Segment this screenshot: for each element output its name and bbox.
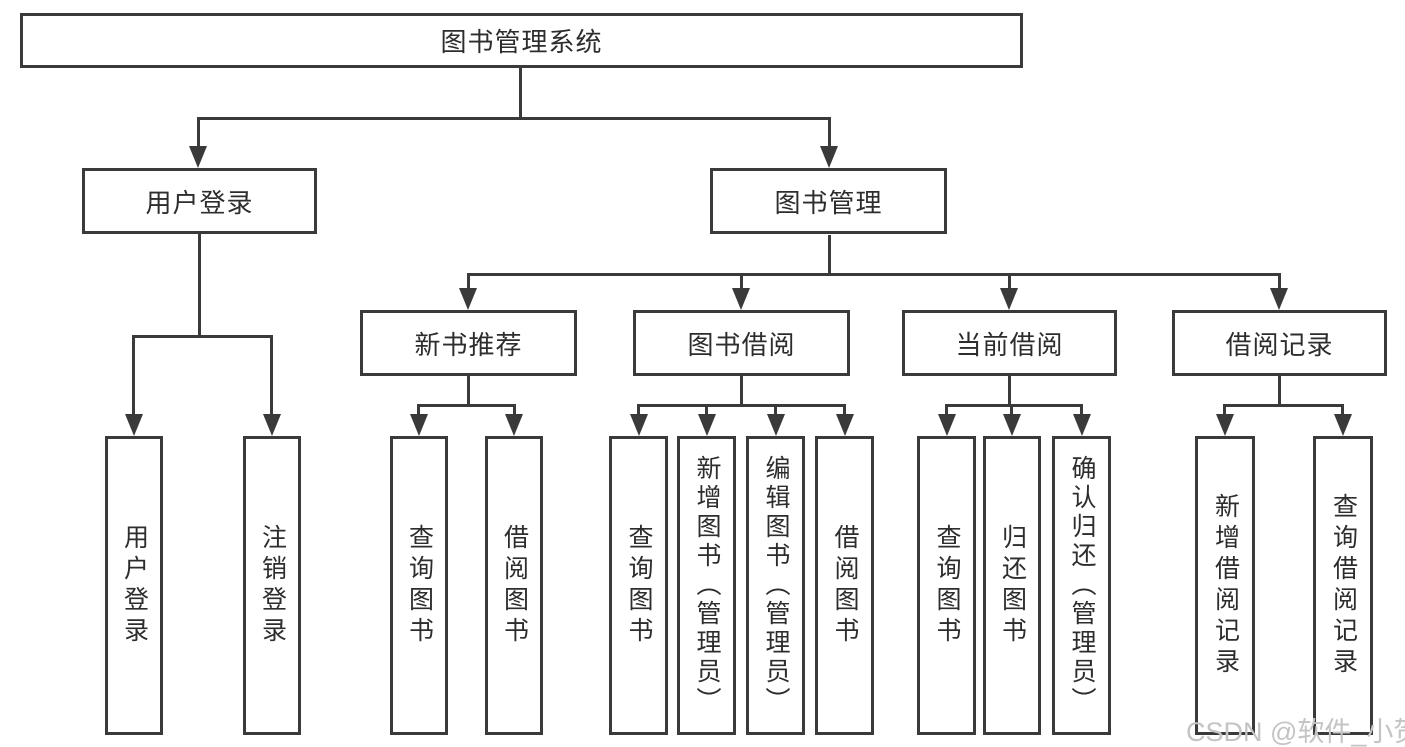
node-leaf-user-login-label: 用户登录 [120, 523, 149, 648]
connector-level3-drop [1008, 273, 1011, 292]
node-leaf-cb-query: 查询图书 [917, 436, 976, 735]
connector-leaf-drop [1341, 404, 1344, 418]
node-leaf-bb-borrow: 借阅图书 [815, 436, 874, 735]
connector-new-book-rec-stem [467, 376, 470, 404]
node-borrow-records: 借阅记录 [1172, 310, 1387, 376]
connector-leaf-drop [513, 404, 516, 418]
arrow-down-icon [1270, 288, 1288, 310]
connector-book-mgmt-drop [828, 117, 831, 150]
connector-leaf-drop [417, 404, 420, 418]
connector-leaf-drop [705, 404, 708, 418]
arrow-down-icon [698, 414, 716, 436]
arrow-down-icon [820, 146, 838, 168]
connector-root-split [198, 117, 831, 120]
node-leaf-br-query-label: 查询借阅记录 [1329, 492, 1358, 679]
node-borrow-records-label: 借阅记录 [1225, 329, 1334, 360]
node-book-mgmt-label: 图书管理 [774, 187, 883, 218]
arrow-down-icon [263, 414, 281, 436]
arrow-down-icon [1000, 288, 1018, 310]
node-leaf-br-add-label: 新增借阅记录 [1211, 492, 1240, 679]
node-root: 图书管理系统 [20, 13, 1023, 68]
node-leaf-rec-borrow: 借阅图书 [485, 436, 543, 735]
node-new-book-rec: 新书推荐 [360, 310, 577, 376]
connector-leaf-drop [1223, 404, 1226, 418]
node-leaf-user-login: 用户登录 [105, 436, 163, 735]
node-book-mgmt: 图书管理 [710, 168, 947, 234]
arrow-down-icon [1073, 414, 1091, 436]
node-leaf-cb-return-label: 归还图书 [998, 523, 1027, 648]
node-leaf-rec-query-label: 查询图书 [405, 523, 434, 648]
node-book-borrow: 图书借阅 [633, 310, 850, 376]
connector-borrow-records-split [1223, 404, 1344, 407]
connector-leaf-drop [132, 335, 135, 418]
node-leaf-bb-edit: 编辑图书（管理员） [746, 436, 805, 735]
node-leaf-bb-edit-label: 编辑图书（管理员） [762, 455, 790, 716]
node-user-login: 用户登录 [82, 168, 317, 234]
arrow-down-icon [732, 288, 750, 310]
arrow-down-icon [1003, 414, 1021, 436]
connector-level3-drop [467, 273, 470, 292]
node-leaf-cb-confirm: 确认归还（管理员） [1052, 436, 1111, 735]
node-book-borrow-label: 图书借阅 [687, 329, 796, 360]
node-leaf-cb-query-label: 查询图书 [933, 523, 961, 648]
node-new-book-rec-label: 新书推荐 [414, 329, 523, 360]
node-leaf-cb-return: 归还图书 [983, 436, 1041, 735]
arrow-down-icon [1334, 414, 1352, 436]
node-leaf-rec-borrow-label: 借阅图书 [500, 523, 529, 648]
node-root-label: 图书管理系统 [440, 27, 603, 57]
connector-leaf-drop [774, 404, 777, 418]
connector-user-login-stem [198, 234, 201, 335]
arrow-down-icon [836, 414, 854, 436]
connector-book-borrow-split [637, 404, 846, 407]
connector-current-borrow-split [945, 404, 1083, 407]
connector-borrow-records-stem [1278, 376, 1281, 404]
connector-root-stem [519, 68, 522, 117]
arrow-down-icon [767, 414, 785, 436]
connector-leaf-drop [843, 404, 846, 418]
arrow-down-icon [938, 414, 956, 436]
node-leaf-cb-confirm-label: 确认归还（管理员） [1068, 455, 1096, 716]
node-leaf-br-add: 新增借阅记录 [1195, 436, 1255, 735]
connector-level3-drop [740, 273, 743, 292]
arrow-down-icon [505, 414, 523, 436]
connector-level3-drop [1278, 273, 1281, 292]
connector-user-login-split [132, 335, 273, 338]
node-leaf-bb-borrow-label: 借阅图书 [831, 523, 859, 648]
arrow-down-icon [630, 414, 648, 436]
connector-book-borrow-stem [740, 376, 743, 404]
connector-user-login-drop [197, 117, 200, 150]
node-leaf-logout-label: 注销登录 [258, 523, 287, 648]
connector-current-borrow-stem [1008, 376, 1011, 404]
node-user-login-label: 用户登录 [145, 187, 254, 218]
csdn-watermark: CSDN @软件_小贺同学 [1186, 717, 1405, 747]
node-leaf-bb-query: 查询图书 [609, 436, 668, 735]
node-current-borrow: 当前借阅 [902, 310, 1117, 376]
node-leaf-bb-add: 新增图书（管理员） [677, 436, 736, 735]
node-leaf-rec-query: 查询图书 [390, 436, 448, 735]
connector-book-mgmt-split [467, 273, 1281, 276]
node-leaf-bb-query-label: 查询图书 [625, 523, 653, 648]
node-current-borrow-label: 当前借阅 [955, 329, 1064, 360]
connector-leaf-drop [637, 404, 640, 418]
connector-leaf-drop [1010, 404, 1013, 418]
connector-book-mgmt-stem [828, 235, 831, 273]
arrow-down-icon [410, 414, 428, 436]
arrow-down-icon [459, 288, 477, 310]
node-leaf-logout: 注销登录 [243, 436, 301, 735]
arrow-down-icon [1216, 414, 1234, 436]
arrow-down-icon [189, 146, 207, 168]
node-leaf-br-query: 查询借阅记录 [1313, 436, 1373, 735]
connector-leaf-drop [270, 335, 273, 418]
node-leaf-bb-add-label: 新增图书（管理员） [693, 455, 721, 716]
arrow-down-icon [125, 414, 143, 436]
connector-leaf-drop [1080, 404, 1083, 418]
connector-new-book-rec-split [417, 404, 516, 407]
connector-leaf-drop [945, 404, 948, 418]
